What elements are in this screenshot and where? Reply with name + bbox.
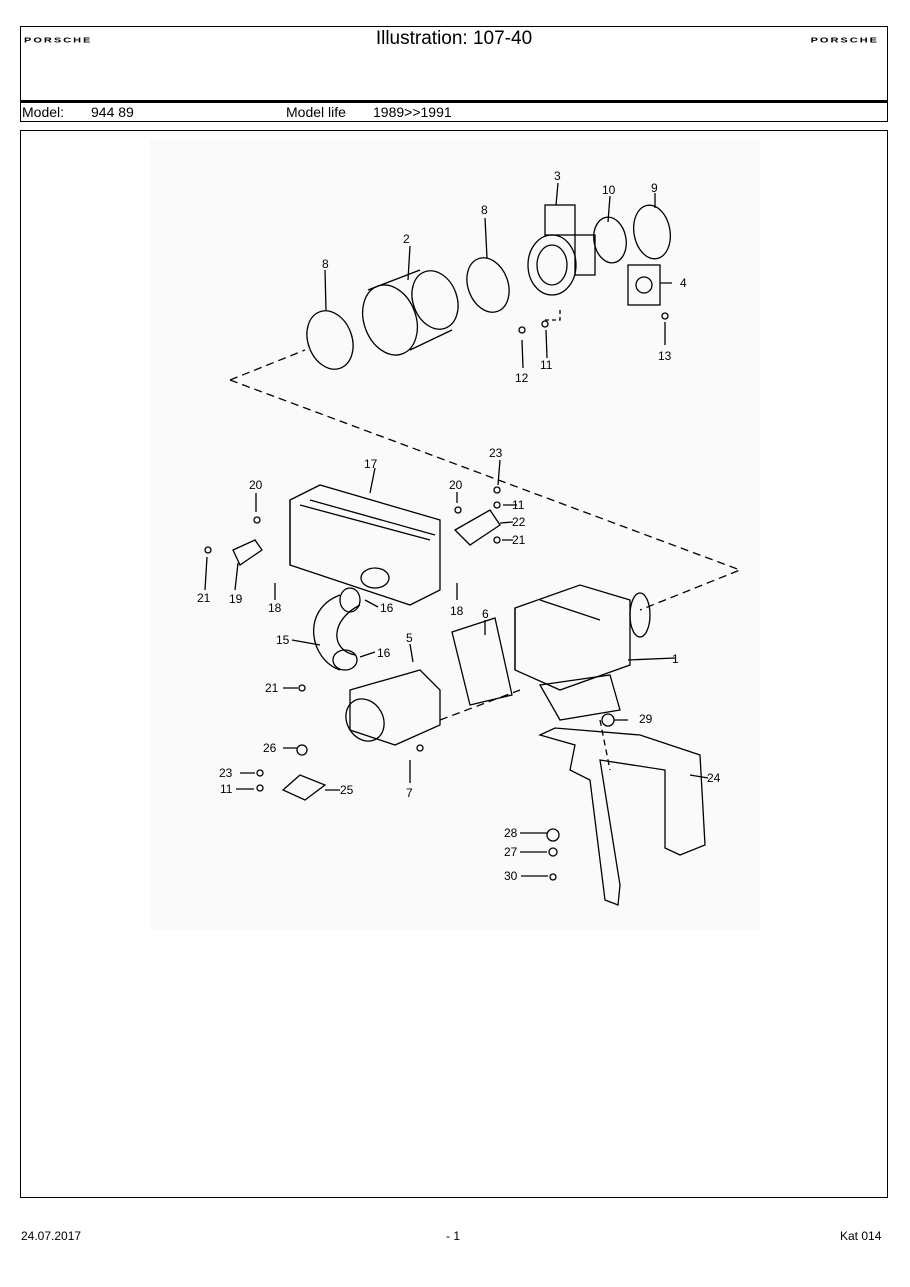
- illustration-title: Illustration: 107-40: [375, 28, 533, 49]
- callout-2: 2: [403, 232, 410, 246]
- callout-7: 7: [406, 786, 413, 800]
- callout-19: 19: [229, 592, 243, 606]
- callout-17: 17: [364, 457, 378, 471]
- callout-22: 22: [512, 515, 526, 529]
- callout-23b: 23: [219, 766, 233, 780]
- callout-3: 3: [554, 169, 561, 183]
- hose-clamp-right: [466, 257, 510, 313]
- callout-21c: 21: [265, 681, 279, 695]
- air-filter-housing: [289, 484, 441, 606]
- throttle-switch: [627, 264, 661, 306]
- callout-16a: 16: [380, 601, 394, 615]
- airflow-meter: [514, 584, 631, 691]
- illustration-frame: [20, 130, 888, 1198]
- callout-13: 13: [658, 349, 672, 363]
- hose-clamp-left: [306, 310, 354, 370]
- parts-diagram: 1 2 3 4 5 6 7 8 8 9 10 11 11 11 12 13 15…: [150, 140, 760, 930]
- footer-catalog: Kat 014: [840, 1229, 882, 1243]
- callout-9: 9: [651, 181, 658, 195]
- callout-12: 12: [515, 371, 529, 385]
- callout-16b: 16: [377, 646, 391, 660]
- footer-date: 24.07.2017: [21, 1229, 82, 1243]
- gasket-9: [633, 204, 671, 260]
- model-life-value: 1989>>1991: [373, 104, 452, 120]
- intake-hose: [313, 594, 361, 671]
- model-row: Model: 944 89 Model life 1989>>1991: [21, 103, 887, 122]
- footer-page: - 1: [446, 1229, 461, 1243]
- callout-26: 26: [263, 741, 277, 755]
- bracket-19: [232, 539, 263, 566]
- callout-8b: 8: [322, 257, 329, 271]
- callout-10: 10: [602, 183, 616, 197]
- callout-8a: 8: [481, 203, 488, 217]
- callout-6: 6: [482, 607, 489, 621]
- callout-24: 24: [707, 771, 721, 785]
- callout-21b: 21: [512, 533, 526, 547]
- callout-20a: 20: [249, 478, 263, 492]
- model-life-label: Model life: [286, 104, 346, 120]
- callout-15: 15: [276, 633, 290, 647]
- callout-18a: 18: [268, 601, 282, 615]
- callout-11c: 11: [220, 782, 233, 796]
- callout-18b: 18: [450, 604, 464, 618]
- intake-adapter: [349, 669, 441, 746]
- porsche-logo-left: PORSCHE: [24, 36, 93, 45]
- callout-27: 27: [504, 845, 518, 859]
- intake-bellows: [361, 284, 419, 356]
- callout-4: 4: [680, 276, 687, 290]
- gasket-6: [451, 617, 513, 706]
- bracket-22: [453, 509, 501, 546]
- throttle-body: [527, 234, 577, 296]
- callout-30: 30: [504, 869, 518, 883]
- callout-25: 25: [340, 783, 354, 797]
- callout-29: 29: [639, 712, 653, 726]
- callout-11b: 11: [512, 498, 525, 512]
- gasket-10: [593, 216, 627, 264]
- model-value: 944 89: [91, 104, 134, 120]
- callout-23a: 23: [489, 446, 503, 460]
- callout-1: 1: [672, 652, 679, 666]
- callout-21a: 21: [197, 591, 211, 605]
- header-divider: [21, 100, 887, 103]
- porsche-logo-right: PORSCHE: [810, 36, 879, 45]
- model-label: Model:: [22, 104, 65, 120]
- callout-5: 5: [406, 631, 413, 645]
- bracket-25: [281, 774, 327, 801]
- header-box: PORSCHE Illustration: 107-40 PORSCHE Mod…: [20, 26, 888, 122]
- callout-20b: 20: [449, 478, 463, 492]
- callout-11a: 11: [540, 358, 553, 372]
- support-bracket: [538, 727, 706, 906]
- callout-28: 28: [504, 826, 518, 840]
